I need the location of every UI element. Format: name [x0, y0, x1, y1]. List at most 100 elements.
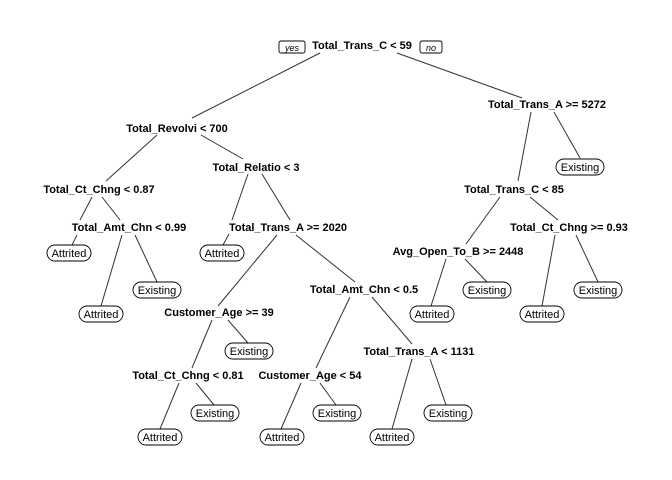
- leaf-node: Attrited: [409, 305, 455, 323]
- leaf-nodes: Existing Attrited Attrited Attrited Exis…: [46, 158, 623, 446]
- edge: [105, 134, 158, 182]
- leaf-node: Attrited: [78, 305, 124, 323]
- leaf-label: Attrited: [52, 248, 87, 260]
- leaf-label: Existing: [561, 162, 600, 174]
- leaf-label: Attrited: [525, 309, 560, 321]
- edge: [231, 173, 249, 221]
- leaf-label: Existing: [196, 408, 235, 420]
- leaf-node: Attrited: [46, 244, 92, 262]
- leaf-label: Attrited: [84, 309, 119, 321]
- no-tag-box: [419, 40, 443, 54]
- split-total-trans-a-2020: Total_Trans_A >= 2020: [229, 222, 347, 234]
- split-customer-age-39: Customer_Age >= 39: [164, 307, 273, 319]
- edge: [553, 111, 581, 159]
- split-total-ct-chng-087: Total_Ct_Chng < 0.87: [43, 184, 154, 196]
- leaf-box: [519, 305, 565, 323]
- split-customer-age-54: Customer_Age < 54: [258, 370, 362, 382]
- edge: [71, 234, 78, 246]
- leaf-node: Existing: [312, 404, 362, 422]
- split-labels: Total_Trans_C < 59 Total_Revolvi < 700 T…: [43, 40, 628, 382]
- leaf-label: Attrited: [375, 432, 410, 444]
- edge: [100, 234, 123, 307]
- leaf-box: [555, 158, 605, 176]
- leaf-label: Existing: [468, 285, 507, 297]
- edge: [227, 319, 249, 344]
- edge: [464, 258, 488, 283]
- yes-tag: yes: [278, 40, 306, 54]
- leaf-node: Existing: [190, 404, 240, 422]
- edge: [191, 52, 321, 119]
- leaf-node: Existing: [555, 158, 605, 176]
- split-total-revolvi: Total_Revolvi < 700: [126, 123, 228, 135]
- edge: [529, 196, 559, 221]
- leaf-label: Attrited: [143, 432, 178, 444]
- leaf-node: Existing: [573, 281, 623, 299]
- split-total-trans-a-1131: Total_Trans_A < 1131: [364, 346, 475, 358]
- yes-label: yes: [284, 43, 300, 53]
- leaf-node: Existing: [224, 342, 274, 360]
- leaf-label: Existing: [230, 346, 269, 358]
- leaf-box: [132, 281, 182, 299]
- split-total-amt-chn-05: Total_Amt_Chn < 0.5: [310, 284, 418, 296]
- leaf-box: [573, 281, 623, 299]
- edge: [217, 234, 278, 307]
- edge: [280, 382, 302, 430]
- leaf-label: Attrited: [265, 432, 300, 444]
- leaf-box: [259, 428, 305, 446]
- leaf-box: [369, 428, 415, 446]
- leaf-node: Attrited: [137, 428, 183, 446]
- leaf-box: [190, 404, 240, 422]
- edge: [134, 234, 158, 283]
- leaf-label: Attrited: [205, 248, 240, 260]
- split-total-relatio: Total_Relatio < 3: [213, 162, 300, 174]
- edge: [195, 382, 215, 406]
- edge: [429, 358, 447, 406]
- leaf-label: Existing: [579, 285, 618, 297]
- split-total-trans-a-5272: Total_Trans_A >= 5272: [488, 99, 606, 111]
- no-tag: no: [419, 40, 443, 54]
- split-total-trans-c-85: Total_Trans_C < 85: [464, 184, 564, 196]
- leaf-label: Existing: [138, 285, 177, 297]
- leaf-box: [46, 244, 92, 262]
- edge: [575, 234, 599, 283]
- edge: [159, 382, 180, 430]
- leaf-node: Existing: [462, 281, 512, 299]
- leaf-node: Existing: [423, 404, 473, 422]
- leaf-label: Attrited: [415, 309, 450, 321]
- leaf-node: Existing: [132, 281, 182, 299]
- edge: [191, 319, 213, 369]
- leaf-box: [423, 404, 473, 422]
- edge: [391, 358, 413, 430]
- leaf-box: [199, 244, 245, 262]
- split-total-ct-chng-093: Total_Ct_Chng >= 0.93: [510, 222, 628, 234]
- leaf-box: [78, 305, 124, 323]
- edge: [541, 234, 556, 307]
- edge: [295, 234, 356, 283]
- edge: [101, 196, 121, 221]
- leaf-box: [462, 281, 512, 299]
- edge: [261, 173, 291, 221]
- edge: [79, 196, 93, 221]
- edge: [200, 134, 244, 160]
- yes-tag-box: [278, 40, 306, 54]
- edge: [371, 296, 413, 345]
- tree-edges: [71, 52, 599, 430]
- leaf-label: Existing: [429, 408, 468, 420]
- leaf-node: Attrited: [259, 428, 305, 446]
- leaf-node: Attrited: [519, 305, 565, 323]
- leaf-box: [409, 305, 455, 323]
- edge: [396, 52, 523, 99]
- split-total-amt-chn-099: Total_Amt_Chn < 0.99: [72, 222, 186, 234]
- split-total-ct-chng-081: Total_Ct_Chng < 0.81: [132, 370, 243, 382]
- edge: [465, 196, 501, 245]
- edge: [222, 233, 230, 246]
- leaf-node: Attrited: [199, 244, 245, 262]
- leaf-box: [224, 342, 274, 360]
- leaf-box: [137, 428, 183, 446]
- split-root: Total_Trans_C < 59: [312, 40, 412, 52]
- no-label: no: [426, 43, 436, 53]
- edge: [315, 296, 351, 369]
- leaf-box: [312, 404, 362, 422]
- edge: [517, 111, 532, 182]
